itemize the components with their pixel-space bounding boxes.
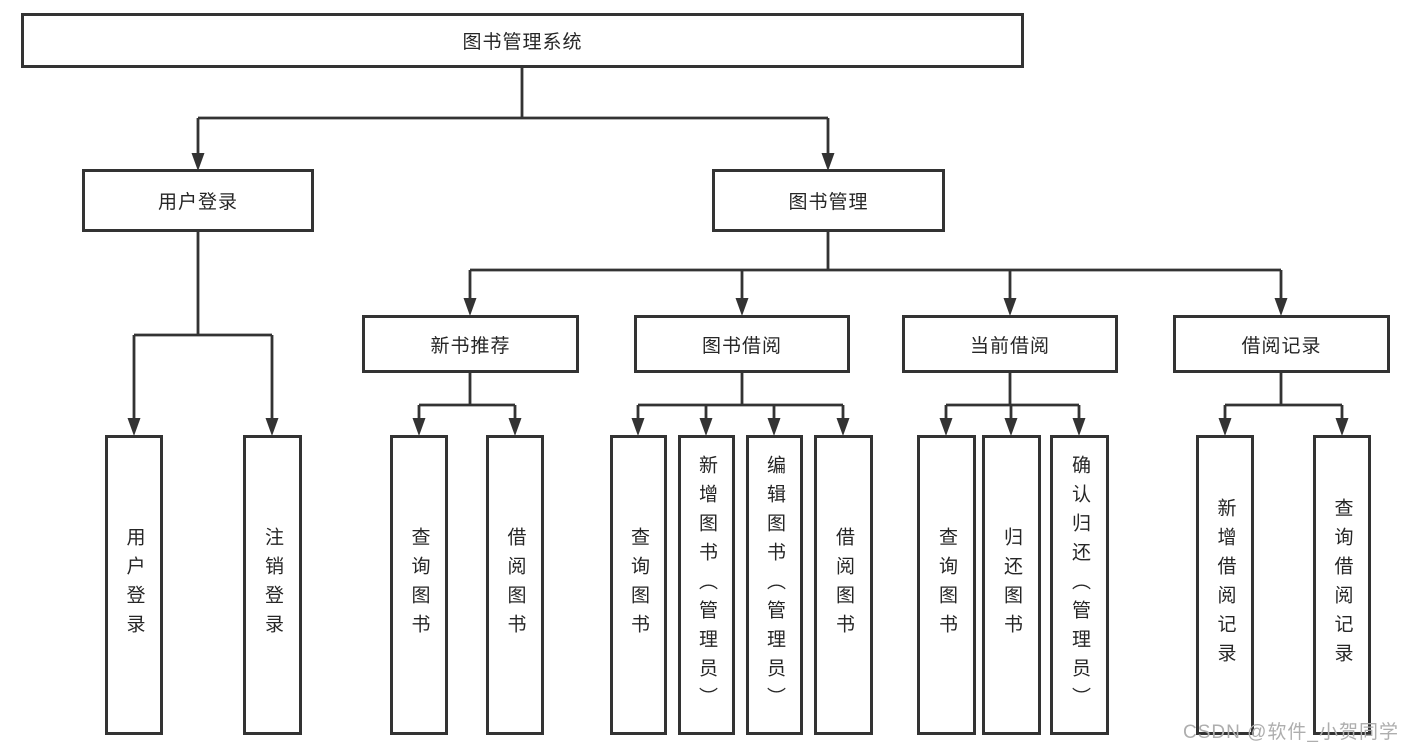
arrow-icon	[1072, 418, 1086, 436]
connector-recommend-to-leaves	[417, 373, 517, 421]
connector-current-to-leaves	[944, 373, 1081, 421]
node-label: 新增借阅记录	[1214, 498, 1236, 672]
node-book-management: 图书管理	[712, 169, 945, 232]
leaf-add-books-admin: 新增图书（管理员）	[678, 435, 735, 735]
leaf-confirm-return-admin: 确认归还（管理员）	[1050, 435, 1109, 735]
leaf-logout: 注销登录	[243, 435, 302, 735]
node-label: 当前借阅	[969, 335, 1050, 357]
leaf-user-login: 用户登录	[105, 435, 163, 735]
node-label: 用户登录	[123, 527, 145, 643]
arrow-icon	[699, 418, 713, 436]
arrow-icon	[412, 418, 426, 436]
leaf-query-borrow-record: 查询借阅记录	[1313, 435, 1371, 735]
leaf-query-books-borrow: 查询图书	[610, 435, 667, 735]
leaf-query-books-recommend: 查询图书	[390, 435, 448, 735]
node-label: 编辑图书（管理员）	[764, 454, 785, 716]
csdn-watermark: CSDN @软件_小贺同学	[1183, 722, 1399, 743]
arrow-icon	[821, 153, 835, 171]
node-label: 借阅记录	[1241, 335, 1322, 357]
leaf-query-books-current: 查询图书	[917, 435, 976, 735]
arrow-icon	[1274, 298, 1288, 316]
leaf-edit-books-admin: 编辑图书（管理员）	[746, 435, 803, 735]
node-label: 图书管理	[788, 192, 869, 213]
connector-root-to-level2	[196, 68, 830, 156]
arrow-icon	[463, 298, 477, 316]
node-label: 查询图书	[408, 527, 430, 643]
node-label: 图书管理系统	[462, 32, 583, 53]
node-label: 借阅图书	[833, 527, 854, 643]
node-root-system: 图书管理系统	[21, 13, 1024, 68]
connector-login-to-leaves	[132, 232, 274, 421]
node-label: 查询图书	[628, 527, 649, 643]
node-label: 查询借阅记录	[1331, 498, 1353, 672]
arrowheads	[127, 153, 1349, 436]
node-label: 新增图书（管理员）	[696, 454, 717, 716]
arrow-icon	[508, 418, 522, 436]
node-label: 归还图书	[1001, 527, 1022, 643]
node-label: 新书推荐	[430, 335, 511, 357]
leaf-borrow-books-recommend: 借阅图书	[486, 435, 544, 735]
node-new-book-recommend: 新书推荐	[362, 315, 579, 373]
node-current-borrow: 当前借阅	[902, 315, 1118, 373]
node-label: 确认归还（管理员）	[1069, 454, 1090, 716]
connector-borrow-to-leaves	[636, 373, 845, 421]
leaf-borrow-books: 借阅图书	[814, 435, 873, 735]
arrow-icon	[1004, 418, 1018, 436]
arrow-icon	[735, 298, 749, 316]
node-label: 注销登录	[262, 527, 283, 643]
node-label: 查询图书	[936, 527, 957, 643]
arrow-icon	[836, 418, 850, 436]
arrow-icon	[1218, 418, 1232, 436]
arrow-icon	[191, 153, 205, 171]
leaf-return-books: 归还图书	[982, 435, 1041, 735]
arrow-icon	[767, 418, 781, 436]
node-user-login: 用户登录	[82, 169, 314, 232]
arrow-icon	[265, 418, 279, 436]
connector-records-to-leaves	[1223, 373, 1344, 421]
leaf-add-borrow-record: 新增借阅记录	[1196, 435, 1254, 735]
node-borrow-records: 借阅记录	[1173, 315, 1390, 373]
arrow-icon	[631, 418, 645, 436]
arrow-icon	[1003, 298, 1017, 316]
node-label: 用户登录	[157, 192, 238, 213]
node-book-borrow: 图书借阅	[634, 315, 850, 373]
arrow-icon	[939, 418, 953, 436]
arrow-icon	[127, 418, 141, 436]
node-label: 图书借阅	[701, 335, 782, 357]
node-label: 借阅图书	[504, 527, 526, 643]
arrow-icon	[1335, 418, 1349, 436]
connector-mgmt-to-level3	[468, 232, 1283, 302]
